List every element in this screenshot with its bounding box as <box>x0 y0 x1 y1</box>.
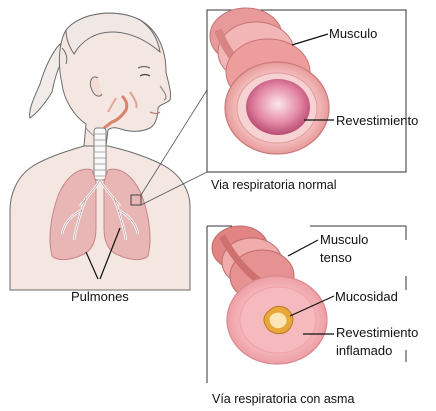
asthma-airway-panel <box>207 226 406 383</box>
asthma-mucus-label: Mucosidad <box>335 289 398 304</box>
normal-airway-caption: Via respiratoria normal <box>211 178 337 193</box>
asthma-muscle-label-line1: Musculo <box>320 232 368 247</box>
asthma-lining-label-line1: Revestimiento <box>336 325 418 340</box>
normal-muscle-label: Musculo <box>329 26 377 41</box>
normal-lining-label: Revestimiento <box>336 113 418 128</box>
trachea <box>94 128 106 180</box>
asthma-airway-caption: Vía respiratoria con asma <box>212 392 354 407</box>
asthma-lining-label-line2: inflamado <box>336 343 392 358</box>
asthma-muscle-label-line2: tenso <box>320 250 352 265</box>
lungs-label: Pulmones <box>71 289 129 304</box>
